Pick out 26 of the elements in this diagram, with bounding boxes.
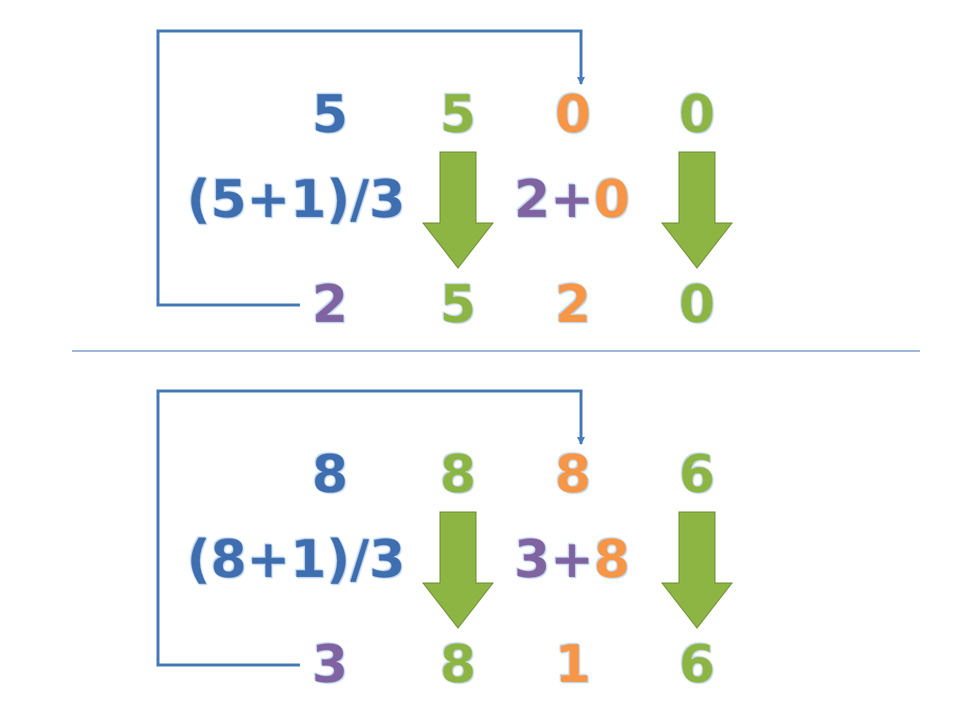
number-label: 2 <box>300 276 360 334</box>
expression-label: (8+1)/3 <box>191 531 401 589</box>
number-label: 6 <box>667 446 727 504</box>
number-label: 5 <box>300 86 360 144</box>
number-label: 0 <box>667 276 727 334</box>
expression-label: 3+8 <box>517 531 627 589</box>
number-label: 5 <box>428 276 488 334</box>
expression-label: 2+0 <box>517 171 627 229</box>
block-arrow <box>660 512 734 629</box>
number-label: 8 <box>428 636 488 694</box>
expression-label: (5+1)/3 <box>191 171 401 229</box>
number-label: 8 <box>300 446 360 504</box>
number-label: 5 <box>428 86 488 144</box>
number-label: 1 <box>543 636 603 694</box>
number-label: 0 <box>667 86 727 144</box>
number-label: 3 <box>300 636 360 694</box>
block-arrow <box>422 512 494 629</box>
number-label: 0 <box>543 86 603 144</box>
number-label: 8 <box>428 446 488 504</box>
number-label: 2 <box>543 276 603 334</box>
number-label: 8 <box>543 446 603 504</box>
block-arrow <box>422 152 494 269</box>
arrow <box>156 30 585 306</box>
block-arrow <box>660 152 734 269</box>
number-label: 6 <box>667 636 727 694</box>
arrow <box>156 390 585 666</box>
